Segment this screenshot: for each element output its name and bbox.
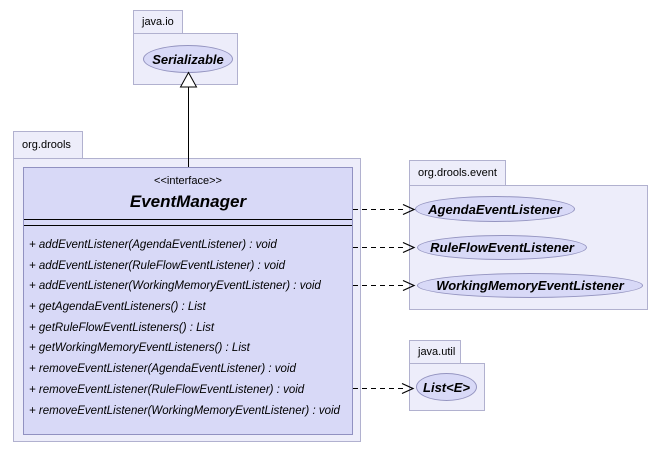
method-row: + removeEventListener(WorkingMemoryEvent… xyxy=(29,404,340,417)
realization-arrow-serializable xyxy=(179,71,198,167)
interface-node-list-e[interactable]: List<E> xyxy=(416,373,477,401)
package-tab-java-io: java.io xyxy=(133,10,183,34)
dependency-arrow-rule-flow-event-listener xyxy=(353,241,416,254)
method-row: + getAgendaEventListeners() : List xyxy=(29,301,206,314)
class-name-compartment: <<interface>> EventManager xyxy=(24,168,352,219)
package-tab-java-util: java.util xyxy=(409,340,461,364)
interface-node-rule-flow-event-listener[interactable]: RuleFlowEventListener xyxy=(417,235,587,260)
method-row: + getRuleFlowEventListeners() : List xyxy=(29,321,215,334)
dependency-arrow-list-e xyxy=(353,382,415,395)
method-row: + getWorkingMemoryEventListeners() : Lis… xyxy=(29,342,250,355)
method-list: + addEventListener(AgendaEventListener) … xyxy=(24,226,352,421)
interface-node-serializable[interactable]: Serializable xyxy=(143,45,233,73)
package-tab-org-drools-event: org.drools.event xyxy=(409,160,506,186)
method-row: + addEventListener(AgendaEventListener) … xyxy=(29,239,277,251)
package-tab-org-drools: org.drools xyxy=(13,131,83,159)
dependency-arrow-working-memory-event-listener xyxy=(353,279,416,292)
class-name[interactable]: EventManager xyxy=(129,192,247,211)
dependency-arrow-agenda-event-listener xyxy=(353,203,416,216)
stereotype-label: <<interface>> xyxy=(154,175,222,187)
method-row: + addEventListener(RuleFlowEventListener… xyxy=(29,259,286,272)
method-row: + removeEventListener(AgendaEventListene… xyxy=(29,363,296,376)
interface-node-agenda-event-listener[interactable]: AgendaEventListener xyxy=(415,196,575,222)
attributes-compartment xyxy=(24,219,352,226)
method-row: + addEventListener(WorkingMemoryEventLis… xyxy=(29,280,321,293)
method-row: + removeEventListener(RuleFlowEventListe… xyxy=(29,383,305,396)
interface-node-working-memory-event-listener[interactable]: WorkingMemoryEventListener xyxy=(417,273,643,298)
class-node-eventmanager: <<interface>> EventManager + addEventLis… xyxy=(23,167,353,435)
